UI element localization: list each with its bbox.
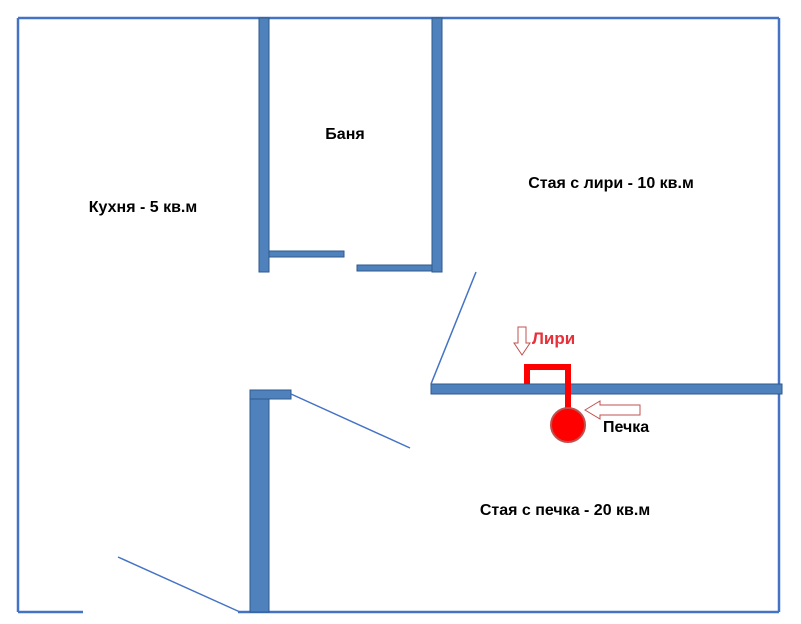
- left-arrow-icon: [584, 400, 641, 420]
- bath-door-wall-right: [356, 264, 433, 272]
- lyre-label: Лири: [532, 329, 575, 348]
- down-arrow-icon: [513, 326, 531, 356]
- bath-wall-left: [258, 17, 270, 273]
- lower-wall-cap: [249, 389, 292, 400]
- doors: [117, 271, 477, 613]
- bath-door-wall-left: [268, 250, 345, 258]
- stove-label: Печка: [603, 419, 649, 436]
- bath-wall-right: [431, 17, 443, 273]
- room-label-lyre-room: Стая с лири - 10 кв.м: [528, 175, 694, 192]
- room-label-bath: Баня: [325, 126, 364, 143]
- room-label-stove-room: Стая с печка - 20 кв.м: [480, 502, 650, 519]
- room-label-kitchen: Кухня - 5 кв.м: [89, 199, 197, 216]
- door-stove-room: [290, 393, 411, 449]
- door-entrance: [117, 556, 241, 613]
- lower-wall-vertical: [249, 389, 270, 613]
- lyre-pipe: [524, 364, 571, 410]
- stove-icon: [550, 407, 586, 443]
- middle-wall-horizontal: [430, 383, 783, 395]
- outer-walls: [16, 16, 781, 614]
- door-lyre-room: [430, 271, 477, 385]
- interior-walls: [249, 17, 783, 613]
